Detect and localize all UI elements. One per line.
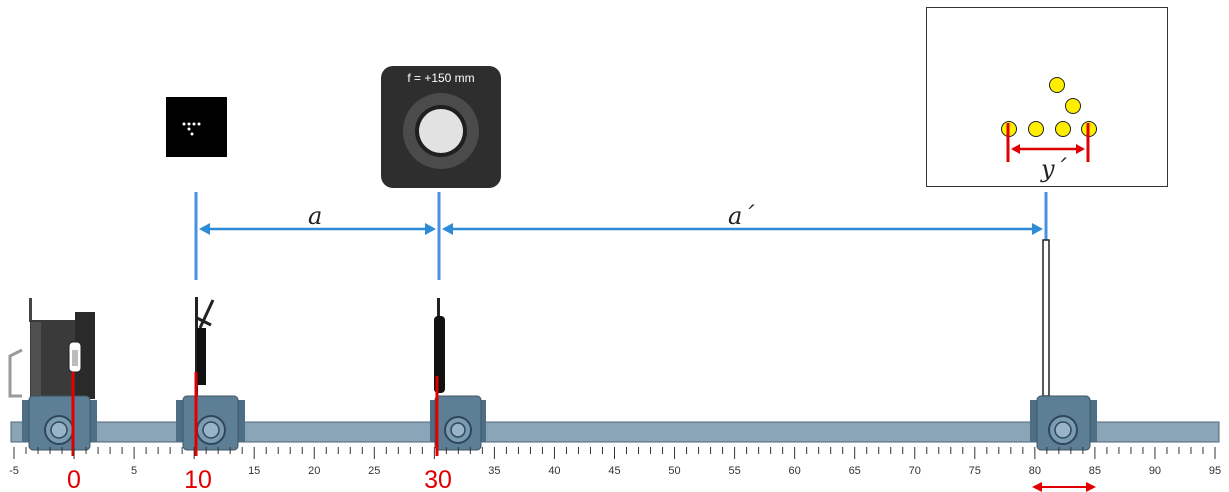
image-distance-arrowhead-left [442, 223, 453, 235]
image-dot [1055, 121, 1071, 137]
ruler-tick-label: 40 [548, 465, 560, 477]
ruler-tick-label: 75 [969, 465, 981, 477]
object-distance-label: a [308, 202, 322, 230]
image-size-arrowhead-left [1011, 144, 1020, 154]
ruler-tick-label: 60 [789, 465, 801, 477]
ruler-tick-label: 95 [1209, 465, 1221, 477]
lens-focal-label: f = +150 mm [407, 71, 475, 85]
ruler-tick-label: 80 [1029, 465, 1041, 477]
ruler-tick-label: 90 [1149, 465, 1161, 477]
ruler-tick-label: 50 [668, 465, 680, 477]
ruler-tick-label: 35 [488, 465, 500, 477]
highlight-label-0: 0 [67, 466, 81, 492]
object-distance-arrowhead-left [199, 223, 210, 235]
rider-lens [430, 395, 486, 451]
ruler-tick-labels: -5 5 15 20 25 35 40 45 50 55 60 65 70 75 80 85 90 95 [9, 465, 1221, 477]
image-distance-arrowhead-right [1032, 223, 1043, 235]
screen-move-arrowhead-right [1086, 482, 1096, 492]
ruler-tick-label: 70 [909, 465, 921, 477]
image-size-label: y´ [1040, 155, 1068, 183]
ruler-tick-label: 25 [368, 465, 380, 477]
ruler-tick-label: -5 [9, 465, 19, 477]
highlight-label-30: 30 [424, 466, 452, 492]
image-dot [1049, 77, 1065, 93]
highlight-label-10: 10 [184, 466, 212, 492]
ruler-tick-label: 20 [308, 465, 320, 477]
screen-image-svg: y´ [1001, 77, 1097, 183]
image-distance-label: a´ [728, 202, 755, 230]
bench-rail [10, 421, 1220, 443]
rider-screen [1030, 395, 1097, 451]
ruler-tick-label: 45 [608, 465, 620, 477]
lamp-housing [8, 298, 95, 399]
ruler-tick-label: 55 [728, 465, 740, 477]
rider-slide [176, 395, 245, 451]
ruler-tick-label: 85 [1089, 465, 1101, 477]
lens-card: f = +150 mm [381, 66, 501, 188]
ruler-tick-label: 15 [248, 465, 260, 477]
rider-lamp [22, 395, 97, 451]
lens-glass-icon [419, 109, 463, 153]
screen-holder [1042, 239, 1050, 397]
image-dot [1065, 98, 1081, 114]
image-dot [1028, 121, 1044, 137]
slide-holder [195, 297, 215, 397]
image-size-arrowhead-right [1076, 144, 1085, 154]
slide-preview [166, 97, 227, 157]
lens-holder [434, 298, 445, 393]
screen-move-arrowhead-left [1032, 482, 1042, 492]
ruler-tick-label: 5 [131, 465, 137, 477]
object-distance-arrowhead-right [425, 223, 436, 235]
ruler-tick-label: 65 [849, 465, 861, 477]
slide-pattern-icon [182, 122, 201, 136]
ruler-ticks [13, 447, 1216, 459]
screen-image-preview: y´ [926, 7, 1168, 187]
